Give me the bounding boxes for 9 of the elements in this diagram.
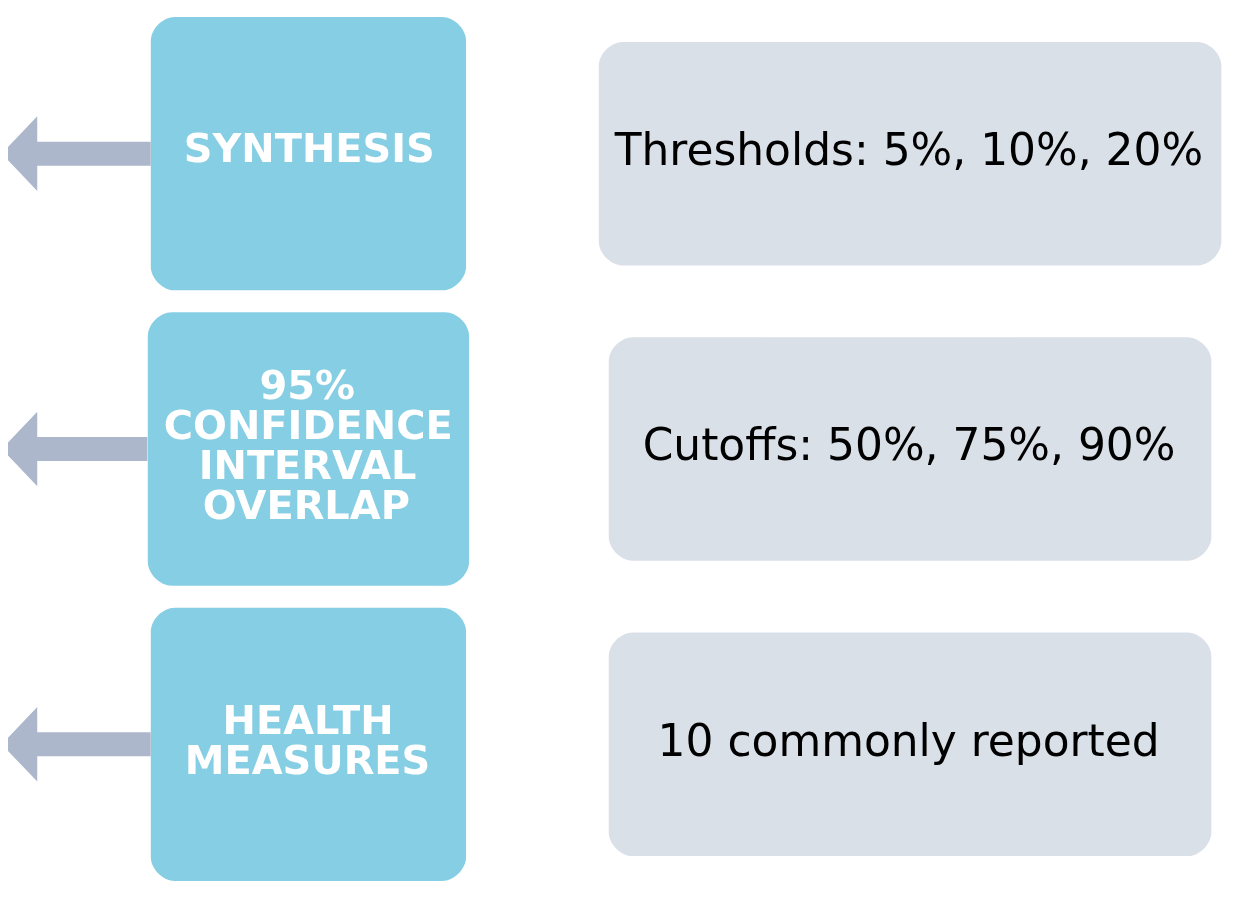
node-box: 10 commonly reported: [608, 632, 1212, 857]
arrow: [8, 707, 151, 782]
node-box: HEALTH MEASURES: [150, 607, 467, 881]
arrow: [8, 116, 151, 191]
node-box: Cutoffs: 50%, 75%, 90%: [608, 337, 1212, 561]
node-box: SYNTHESIS: [150, 17, 467, 291]
node-box: 95% CONFIDENCE INTERVAL OVERLAP: [147, 312, 470, 586]
node-box: Thresholds: 5%, 10%, 20%: [598, 41, 1222, 266]
arrow: [8, 411, 148, 487]
